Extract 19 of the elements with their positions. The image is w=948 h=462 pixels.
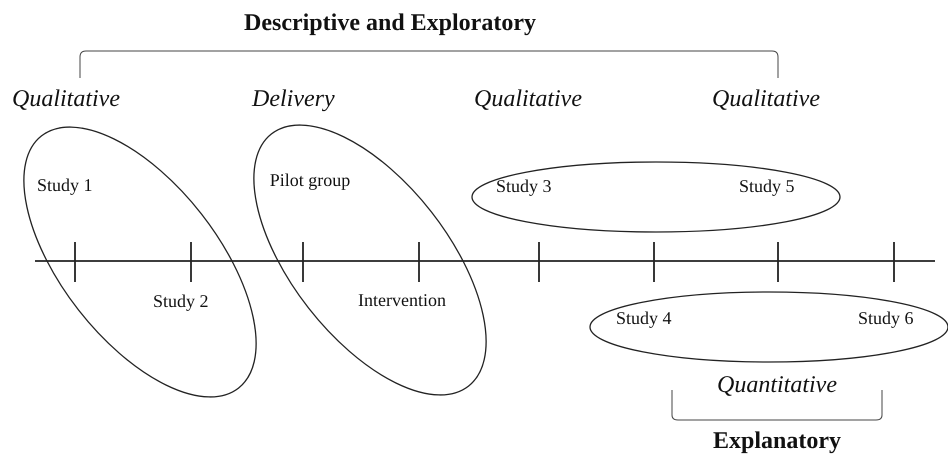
method-label: Qualitative	[12, 86, 120, 112]
ellipse-group	[20, 128, 260, 396]
ellipse-group	[250, 126, 490, 394]
study-label: Study 1	[37, 175, 93, 196]
method-label: Qualitative	[712, 86, 820, 112]
bracket-heading: Descriptive and Exploratory	[244, 10, 536, 36]
method-label: Delivery	[252, 86, 335, 112]
ellipse-group	[470, 160, 842, 234]
method-label: Qualitative	[474, 86, 582, 112]
study-label: Study 4	[616, 308, 672, 329]
study-label: Study 5	[739, 176, 795, 197]
ellipse-group	[588, 290, 948, 364]
method-label: Quantitative	[717, 372, 837, 398]
study-label: Study 6	[858, 308, 914, 329]
bracket-heading: Explanatory	[713, 428, 841, 454]
study-label: Intervention	[358, 290, 446, 311]
study-label: Study 2	[153, 291, 209, 312]
study-label: Pilot group	[268, 170, 352, 191]
study-label: Study 3	[496, 176, 552, 197]
